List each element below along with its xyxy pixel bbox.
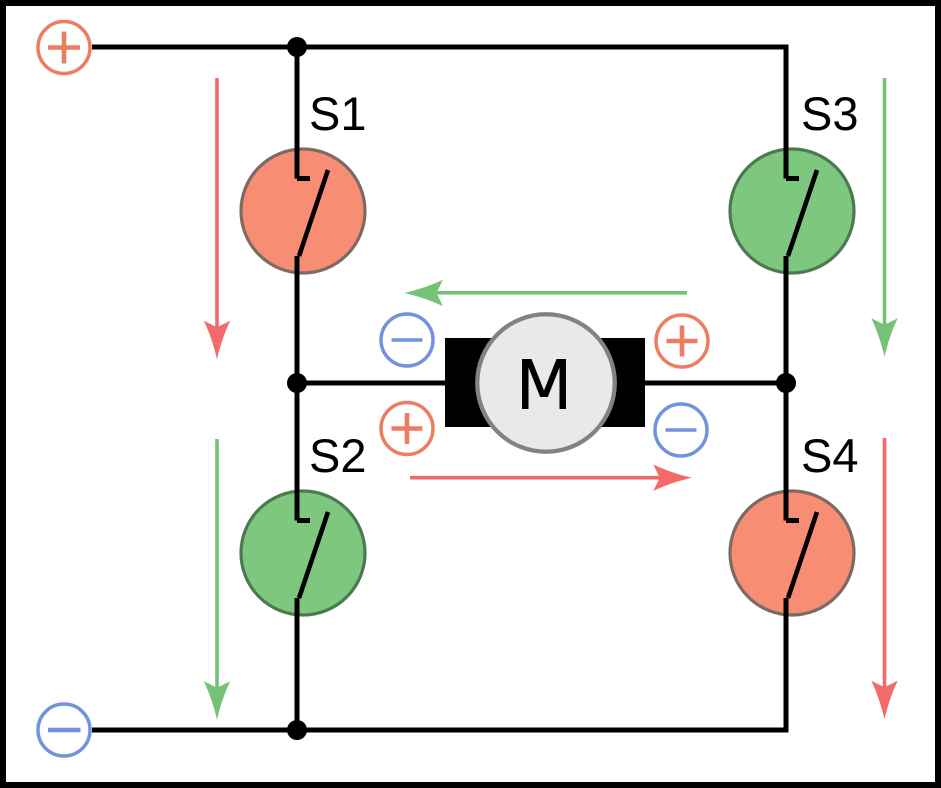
- svg-text:S4: S4: [801, 429, 859, 482]
- svg-text:S2: S2: [309, 429, 367, 482]
- svg-text:S1: S1: [309, 87, 367, 140]
- svg-text:S3: S3: [801, 87, 859, 140]
